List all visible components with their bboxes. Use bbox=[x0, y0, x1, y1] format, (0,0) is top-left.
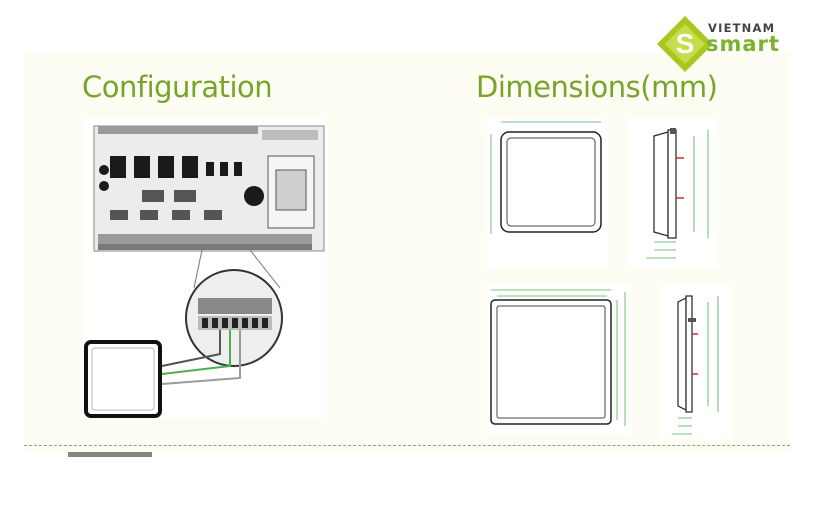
card-reader bbox=[84, 340, 162, 418]
configuration-diagram bbox=[82, 118, 327, 418]
controller-board bbox=[93, 125, 325, 252]
logo-brand-top: VIETNAM bbox=[708, 21, 776, 35]
terminal-zoom-circle bbox=[185, 269, 283, 367]
dimensions-heading: Dimensions(mm) bbox=[476, 70, 718, 104]
logo-brand-word: smart bbox=[706, 32, 780, 56]
front-view-small bbox=[487, 284, 632, 434]
vietnam-smart-logo: S VIETNAM smart bbox=[655, 14, 805, 74]
logo-diamond-icon: S bbox=[657, 16, 713, 72]
cropped-footer-text bbox=[68, 452, 152, 457]
front-view-large bbox=[487, 118, 607, 268]
side-view-small bbox=[660, 284, 730, 439]
reader-wires bbox=[161, 330, 241, 385]
side-view-large bbox=[628, 118, 718, 268]
configuration-heading: Configuration bbox=[82, 70, 273, 104]
logo-mark-letter: S bbox=[676, 28, 695, 59]
section-divider bbox=[24, 445, 790, 446]
